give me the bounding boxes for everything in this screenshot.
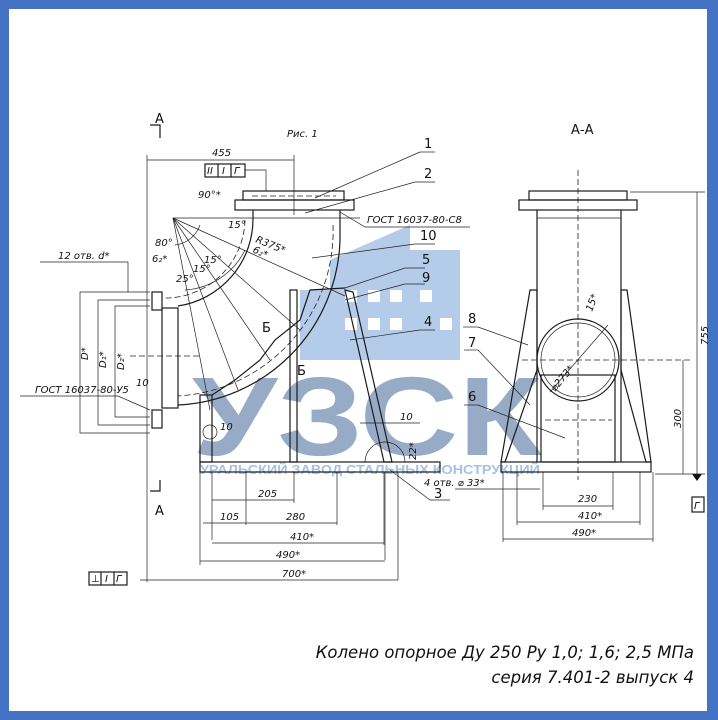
angle-15-top: 15° [228,220,246,231]
tolerance-frame-bottom: ⊥ I Г [88,571,128,586]
angle-15-b: 15° [204,255,222,266]
dim-105: 105 [220,512,239,523]
dim-490: 490* [276,550,300,561]
svg-text:I: I [222,166,225,177]
tolerance-frame-top: II I Г [204,163,267,191]
section-title: А-А [571,123,594,138]
section-b-bottom: Б [297,364,306,379]
dim-455: 455 [212,148,231,159]
gost-left-label: ГОСТ 16037-80-У5 [35,385,129,396]
part-4: 4 [424,315,432,330]
part-10: 10 [420,229,437,244]
dim-10-right: 10 [400,412,413,423]
watermark-logo: УЗСК [192,354,543,479]
dim-410: 410* [290,532,314,543]
part-6: 6 [468,390,476,405]
svg-text:Г: Г [116,574,123,585]
dim-6-left: 6₂* [152,254,167,265]
svg-text:I: I [105,574,108,585]
dim-D1: D₁* [98,351,109,368]
dim-230: 230 [578,494,597,505]
dim-D: D* [80,347,91,360]
svg-text:⊥: ⊥ [91,574,100,585]
figure-label: Рис. 1 [287,129,318,140]
holes-base-label: 4 отв. ⌀ 33* [424,478,485,489]
dim-205: 205 [258,489,277,500]
dim-D2: D₂* [116,353,127,370]
section-aa-view: А-А ⌀273* 15* 8 7 6 755 300 [424,123,711,542]
dim-755: 755 [700,326,711,345]
angle-15-a: 15° [193,264,211,275]
caption-series: серия 7.401-2 выпуск 4 [491,668,694,687]
section-mark-top: А [155,112,164,127]
caption-title: Колено опорное Ду 250 Ру 1,0; 1,6; 2,5 М… [315,643,694,662]
section-mark-bottom: А [155,504,164,519]
dim-700: 700* [282,569,306,580]
watermark-company: УРАЛЬСКИЙ ЗАВОД СТАЛЬНЫХ КОНСТРУКЦИЙ [200,462,540,477]
datum-g: Г [694,501,701,512]
part-2: 2 [424,167,432,182]
part-5: 5 [422,253,430,268]
dim-22: 22* [408,442,419,460]
angle-90: 90°* [198,190,221,201]
part-8: 8 [468,312,476,327]
angle-25: 25° [176,274,194,285]
dim-15: 15* [584,293,600,313]
caption: Колено опорное Ду 250 Ру 1,0; 1,6; 2,5 М… [316,640,694,690]
part-9: 9 [422,271,430,286]
part-3: 3 [434,487,442,502]
dim-410-right: 410* [578,511,602,522]
section-b-top: Б [262,321,271,336]
watermark-building-icon [300,225,460,360]
svg-text:Г: Г [234,166,241,177]
elbow-view: 455 D* D₁* D₂* 12 отв. d* ГОСТ 16037-80-… [20,112,470,586]
svg-text:II: II [207,166,213,177]
dim-273: ⌀273* [549,364,577,394]
dim-300: 300 [673,409,684,428]
part-7: 7 [468,336,476,351]
dim-10-left: 10 [220,422,233,433]
holes-flange-label: 12 отв. d* [58,251,109,262]
angle-80: 80° [155,238,173,249]
dim-280: 280 [286,512,305,523]
dim-490-right: 490* [572,528,596,539]
part-1: 1 [424,137,432,152]
dim-10-flange: 10 [136,378,149,389]
gost-top-label: ГОСТ 16037-80-С8 [367,215,462,226]
